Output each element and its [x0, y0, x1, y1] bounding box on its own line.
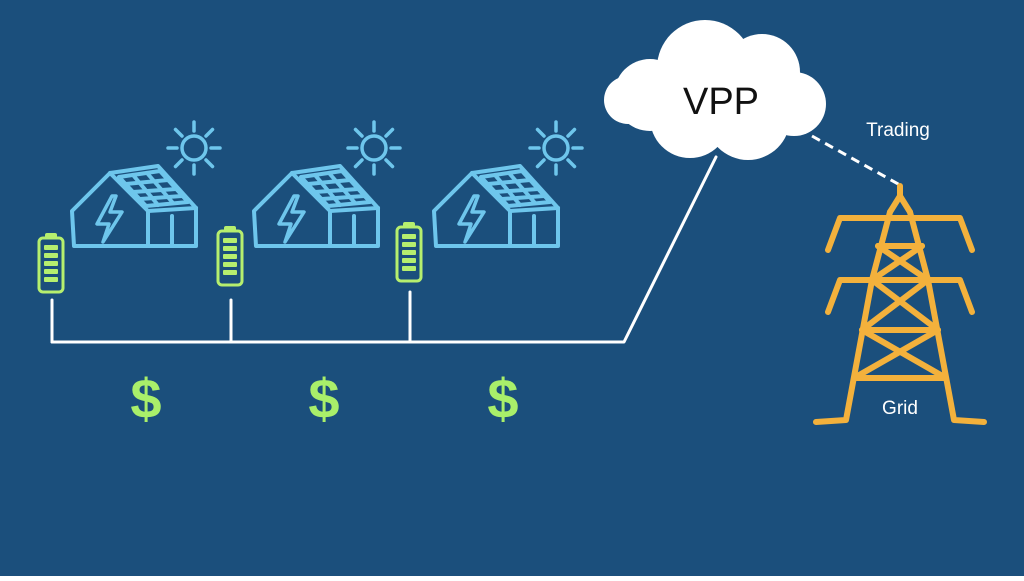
transmission-tower-icon — [813, 183, 987, 425]
dollar-sign: $ — [487, 367, 518, 430]
connection-bus — [50, 155, 718, 344]
cloud-label: VPP — [683, 81, 759, 123]
trading-link — [811, 134, 901, 187]
trading-label: Trading — [866, 120, 930, 141]
dollar-sign: $ — [308, 367, 339, 430]
cloud-icon: VPP — [604, 20, 826, 160]
grid-label: Grid — [882, 398, 918, 419]
dollar-sign: $ — [130, 367, 161, 430]
